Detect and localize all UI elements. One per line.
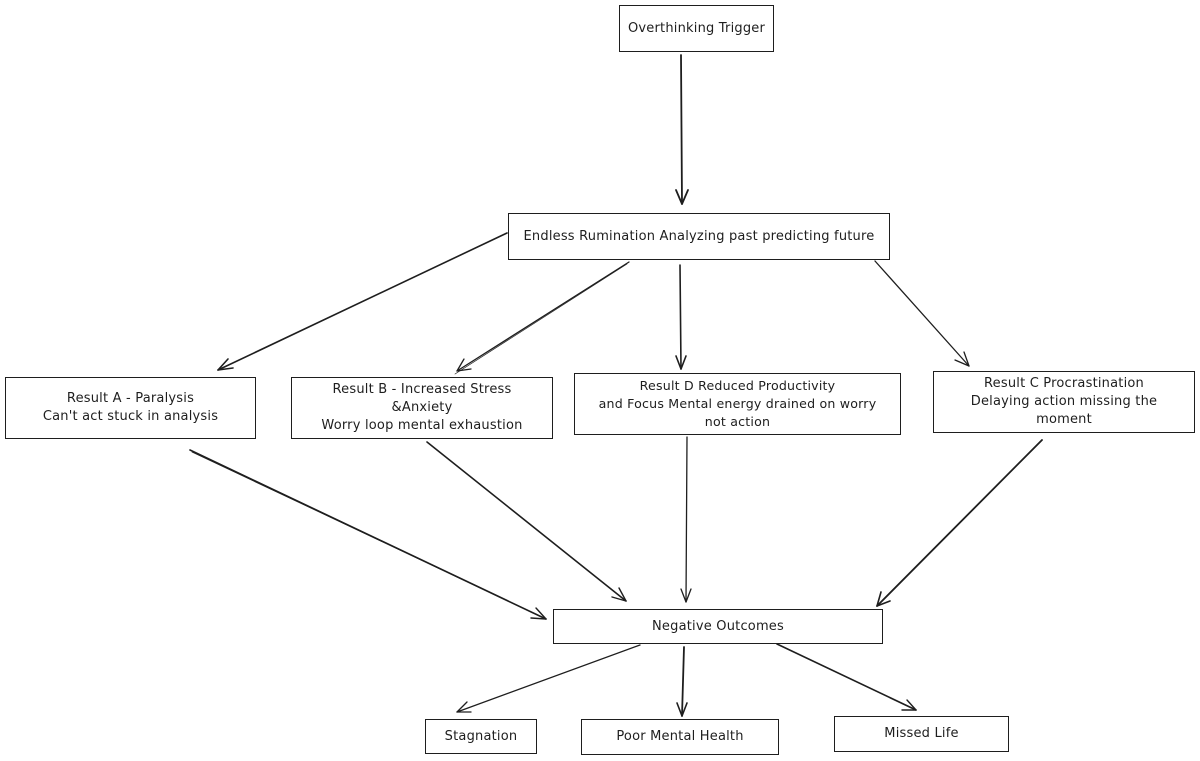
node-label-line-2: Can't act stuck in analysis bbox=[42, 409, 219, 424]
edge-result-b-to-negative bbox=[426, 441, 627, 602]
node-label-line-1: Result A - Paralysis bbox=[66, 391, 195, 406]
node-label: Overthinking Trigger bbox=[627, 20, 766, 36]
edge-result-a-to-negative bbox=[189, 449, 547, 620]
node-label-line-2: Delaying action missing the bbox=[970, 394, 1158, 409]
node-result-a: Result A - Paralysis Can't act stuck in … bbox=[5, 377, 256, 439]
edge-rumination-to-result-d bbox=[675, 264, 687, 370]
node-endless-rumination: Endless Rumination Analyzing past predic… bbox=[508, 213, 890, 260]
edge-rumination-to-result-a bbox=[217, 232, 508, 371]
node-label: Stagnation bbox=[444, 728, 518, 744]
node-missed-life: Missed Life bbox=[834, 716, 1009, 752]
node-negative-outcomes: Negative Outcomes bbox=[553, 609, 883, 644]
node-label-line-2: and Focus Mental energy drained on worry bbox=[598, 396, 877, 411]
node-label-line-1: Result C Procrastination bbox=[984, 376, 1144, 391]
node-label-line-3: moment bbox=[1036, 412, 1092, 427]
node-label-line-3: not action bbox=[704, 414, 771, 429]
edge-result-d-to-negative bbox=[680, 436, 692, 603]
node-result-d: Result D Reduced Productivity and Focus … bbox=[574, 373, 901, 435]
node-overthinking-trigger: Overthinking Trigger bbox=[619, 5, 774, 52]
edge-rumination-to-result-c bbox=[874, 260, 970, 367]
edge-negative-to-stagnation bbox=[456, 644, 641, 713]
node-stagnation: Stagnation bbox=[425, 719, 537, 754]
node-label-line-2: &Anxiety bbox=[391, 400, 453, 415]
node-label: Endless Rumination Analyzing past predic… bbox=[523, 228, 875, 244]
node-label-line-1: Result D Reduced Productivity bbox=[639, 378, 836, 393]
node-label: Negative Outcomes bbox=[652, 618, 784, 634]
edge-negative-to-missed-life bbox=[776, 643, 917, 711]
edge-result-c-to-negative bbox=[876, 439, 1043, 607]
node-poor-mental-health: Poor Mental Health bbox=[581, 719, 779, 755]
edge-rumination-to-result-b bbox=[454, 261, 630, 375]
node-label: Missed Life bbox=[884, 726, 959, 741]
node-result-c: Result C Procrastination Delaying action… bbox=[933, 371, 1195, 433]
edge-negative-to-poor-health bbox=[676, 646, 688, 717]
node-label-line-1: Result B - Increased Stress bbox=[332, 382, 512, 397]
node-label-line-3: Worry loop mental exhaustion bbox=[321, 418, 523, 433]
edge-trigger-to-rumination bbox=[675, 54, 689, 205]
node-label: Poor Mental Health bbox=[616, 729, 744, 744]
node-result-b: Result B - Increased Stress &Anxiety Wor… bbox=[291, 377, 553, 439]
